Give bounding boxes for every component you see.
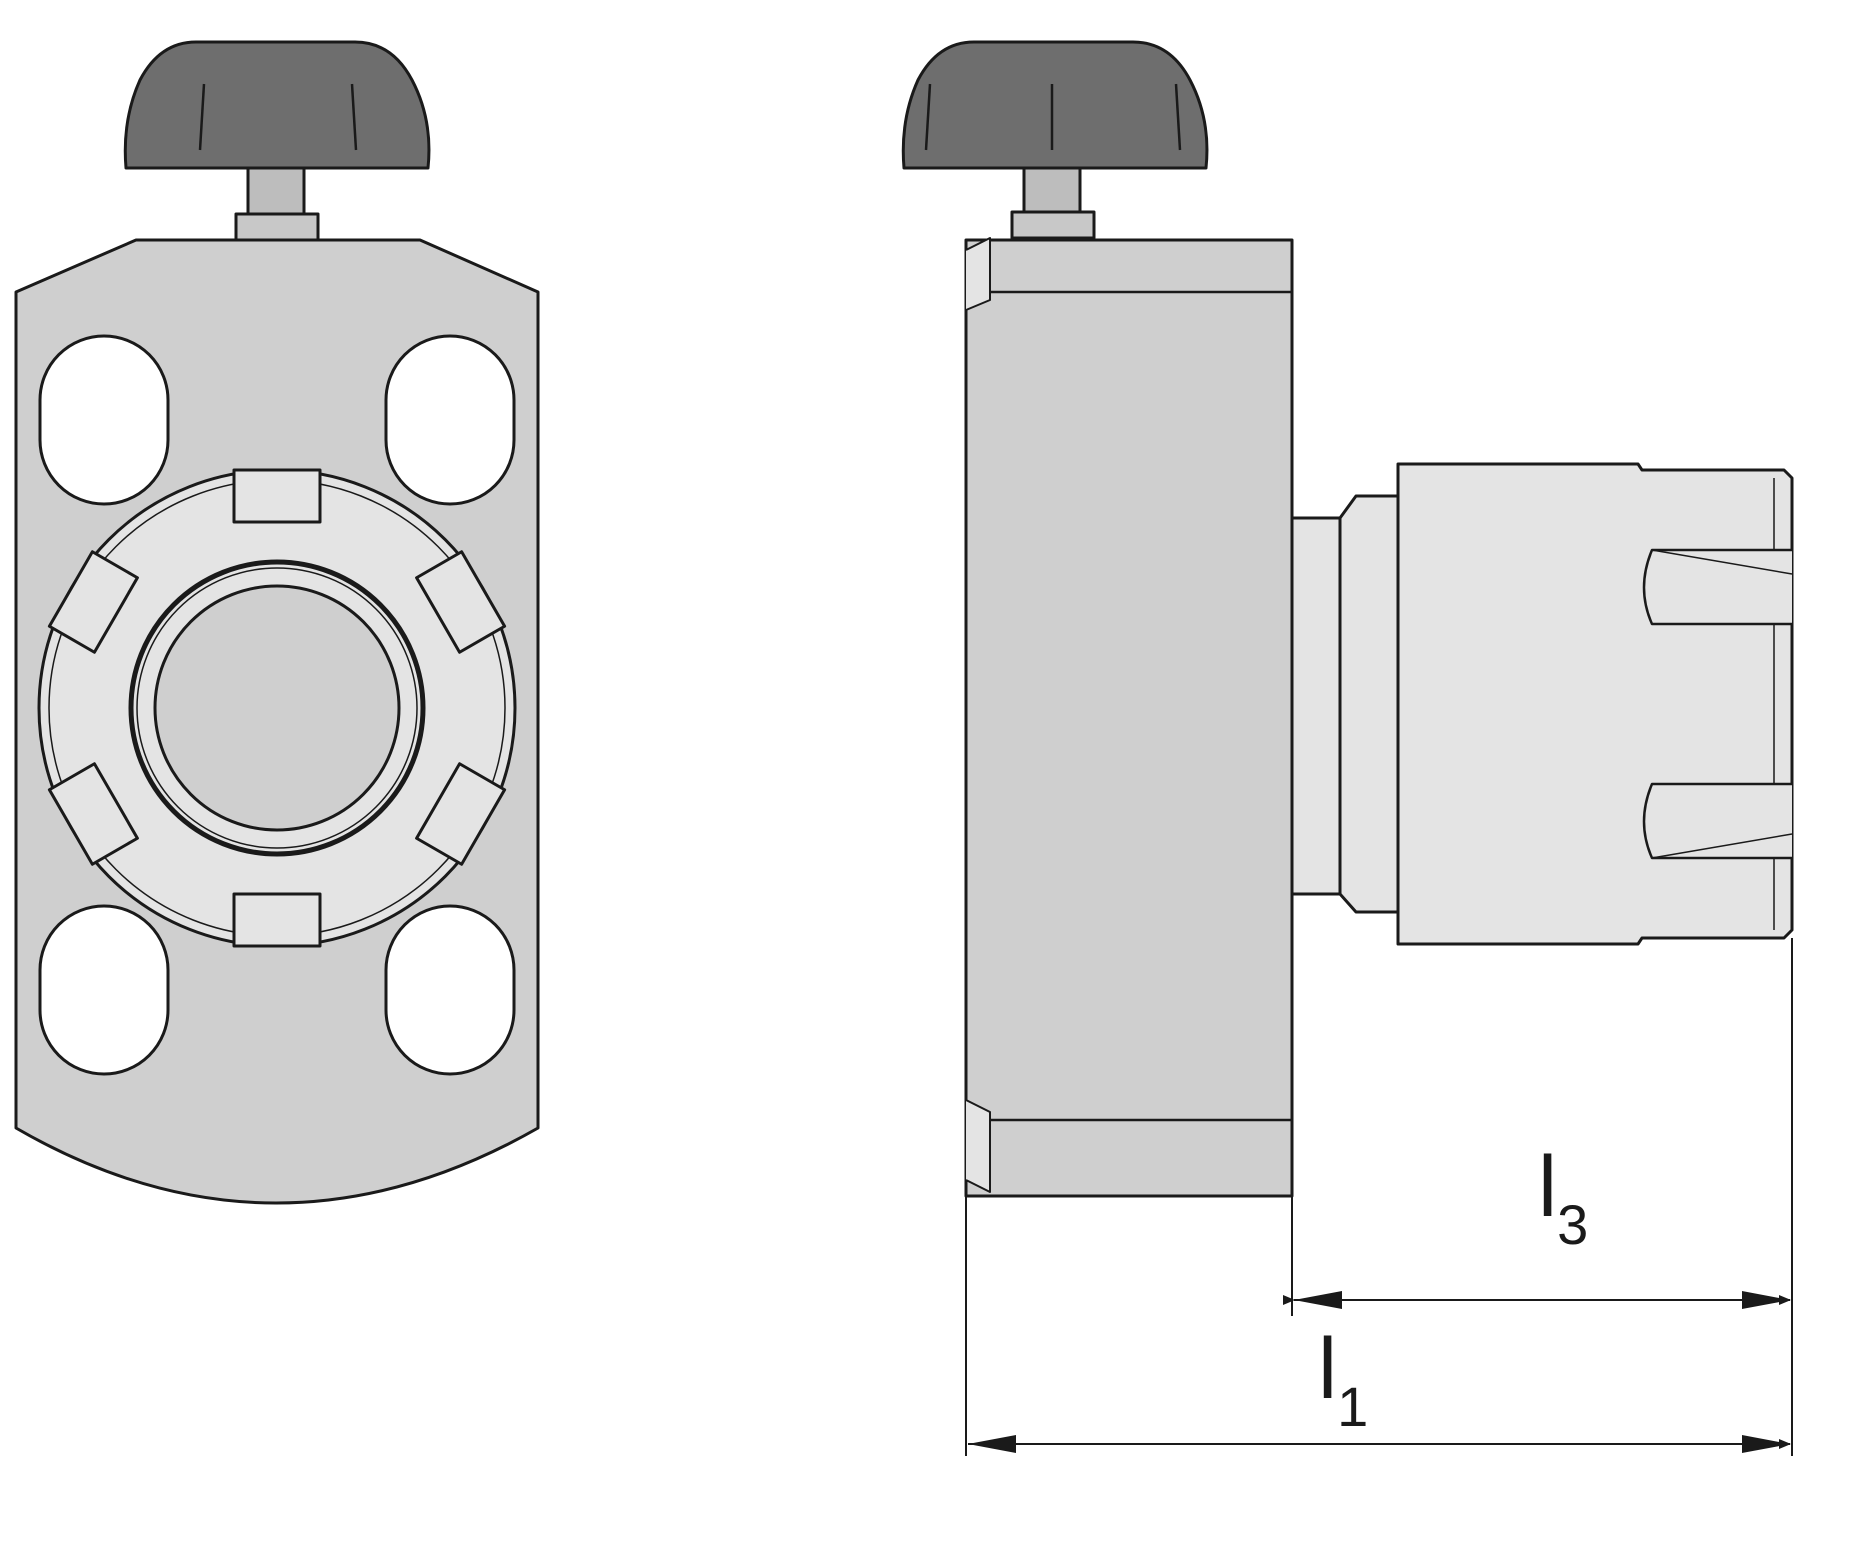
- knob-collar: [234, 212, 320, 242]
- knob-ridge: [1174, 83, 1182, 151]
- knob-collar: [1010, 210, 1096, 240]
- knob-icon: [901, 40, 1209, 170]
- knob-stem: [1022, 166, 1082, 218]
- nut-notch: [415, 550, 507, 654]
- nut-slot-taper: [1651, 833, 1793, 859]
- nut-notch: [47, 762, 139, 866]
- collet-nut: [1396, 462, 1794, 946]
- nut-notch: [415, 762, 507, 866]
- arrowhead-l3-right: [1742, 1291, 1790, 1309]
- flange-chamfer: [965, 1099, 991, 1193]
- mounting-slot: [38, 334, 170, 506]
- dimension-lines: [965, 938, 1793, 1456]
- side-view: [901, 40, 1794, 1198]
- shank-taper: [1338, 494, 1400, 914]
- arrowhead-l1-right: [1742, 1435, 1790, 1453]
- nut-notch: [232, 468, 322, 524]
- knob-ridge: [924, 83, 932, 151]
- mounting-slot: [384, 334, 516, 506]
- dimension-l1-label: l1: [1318, 1321, 1368, 1438]
- arrowhead-l3-left: [1294, 1291, 1342, 1309]
- nut-slot-taper: [1651, 549, 1793, 575]
- dimension-l3-main: l: [1538, 1139, 1557, 1235]
- flange-body: [964, 238, 1294, 1198]
- flange-chamfer: [965, 237, 991, 311]
- nut-notch: [232, 892, 322, 948]
- dimension-l3-sub: 3: [1557, 1193, 1588, 1256]
- dimension-l1-sub: 1: [1337, 1375, 1368, 1438]
- arrowhead-l1-left: [968, 1435, 1016, 1453]
- knob-stem: [246, 166, 306, 218]
- knob-ridge: [198, 83, 206, 151]
- nut-slot: [1642, 548, 1792, 626]
- collet-ring-inner: [136, 567, 418, 849]
- knob-icon: [123, 40, 431, 170]
- dimension-l3-label: l3: [1538, 1139, 1588, 1256]
- shank-neck: [1290, 516, 1342, 896]
- collet-bore: [153, 584, 401, 832]
- front-view: [14, 40, 540, 1205]
- mounting-slot: [384, 904, 516, 1076]
- mounting-slot: [38, 904, 170, 1076]
- nut-notch: [47, 550, 139, 654]
- dimension-l1-main: l: [1318, 1321, 1337, 1417]
- knob-ridge: [350, 83, 358, 151]
- nut-slot: [1642, 782, 1792, 860]
